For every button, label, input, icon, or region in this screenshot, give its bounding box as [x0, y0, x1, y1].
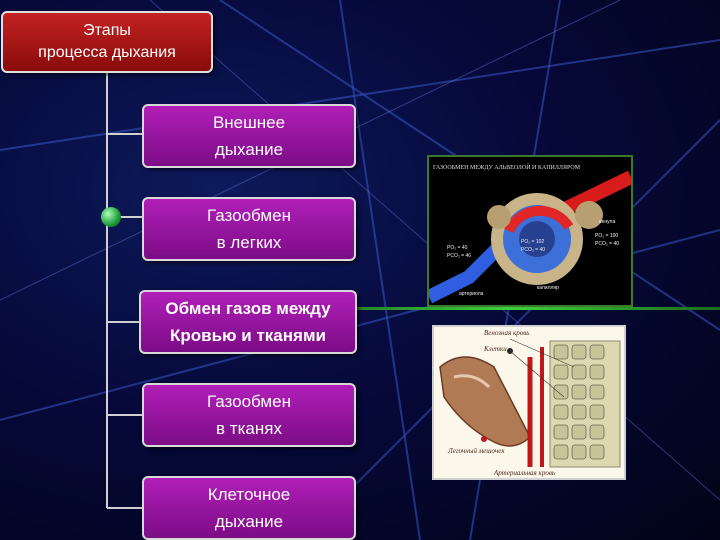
- po2-left: PO₂ = 40: [447, 245, 468, 251]
- stage-label-line1: Обмен газов между: [165, 299, 331, 318]
- po2-right: PO₂ = 100: [595, 233, 619, 239]
- stage-label-line2: дыхание: [214, 140, 284, 159]
- arterial-blood-label: Артериальная кровь: [494, 469, 556, 477]
- pulmonary-sac-label: Легочный мешочек: [448, 447, 505, 455]
- venous-blood-label: Венозная кровь: [484, 329, 530, 337]
- figure-title: ГАЗООБМЕН МЕЖДУ АЛЬВЕОЛОЙ И КАПИЛЛЯРОМ: [433, 165, 581, 171]
- divider-line: [300, 307, 720, 310]
- title-line2: процесса дыхания: [38, 44, 176, 61]
- stage-lung-gas-exchange: Газообмен в легких: [142, 197, 356, 261]
- title-line1: Этапы: [83, 22, 131, 39]
- stage-label-line1: Газообмен: [207, 392, 291, 411]
- stage-label-line1: Внешнее: [212, 113, 286, 132]
- capillary-label: капилляр: [537, 285, 559, 291]
- tissue-illustration: [439, 338, 621, 468]
- pco2-left: PCO₂ = 46: [447, 253, 472, 259]
- stage-tissue-gas-exchange: Газообмен в тканях: [142, 383, 356, 447]
- alveolus-illustration: [429, 170, 631, 304]
- stage-label-line1: Клеточное: [207, 485, 291, 504]
- stage-label-line2: дыхание: [214, 512, 284, 531]
- stage-label-line2: в тканях: [216, 419, 282, 438]
- tissue-exchange-figure: Венозная кровь Клетки Легочный мешочек А…: [432, 325, 626, 480]
- stage-label-line2: Кровью и тканями: [170, 326, 326, 345]
- po2-mid: PO₂ = 102: [521, 239, 545, 245]
- stage-label-line1: Газообмен: [207, 206, 291, 225]
- alveolus-capillary-figure: ГАЗООБМЕН МЕЖДУ АЛЬВЕОЛОЙ И КАПИЛЛЯРОМ P…: [427, 155, 633, 307]
- pco2-right: PCO₂ = 40: [595, 241, 620, 247]
- venule-label: венула: [599, 219, 616, 225]
- stage-cellular-respiration: Клеточное дыхание: [142, 476, 356, 540]
- cells-label: Клетки: [484, 345, 507, 353]
- arteriole-label: артериола: [459, 291, 484, 297]
- title-box: Этапы процесса дыхания: [1, 11, 213, 73]
- stage-label-line2: в легких: [216, 233, 282, 252]
- green-bullet-icon: [101, 207, 121, 227]
- stage-blood-tissue-exchange: Обмен газов между Кровью и тканями: [139, 290, 357, 354]
- pco2-mid: PCO₂ = 40: [521, 247, 546, 253]
- stage-external-respiration: Внешнее дыхание: [142, 104, 356, 168]
